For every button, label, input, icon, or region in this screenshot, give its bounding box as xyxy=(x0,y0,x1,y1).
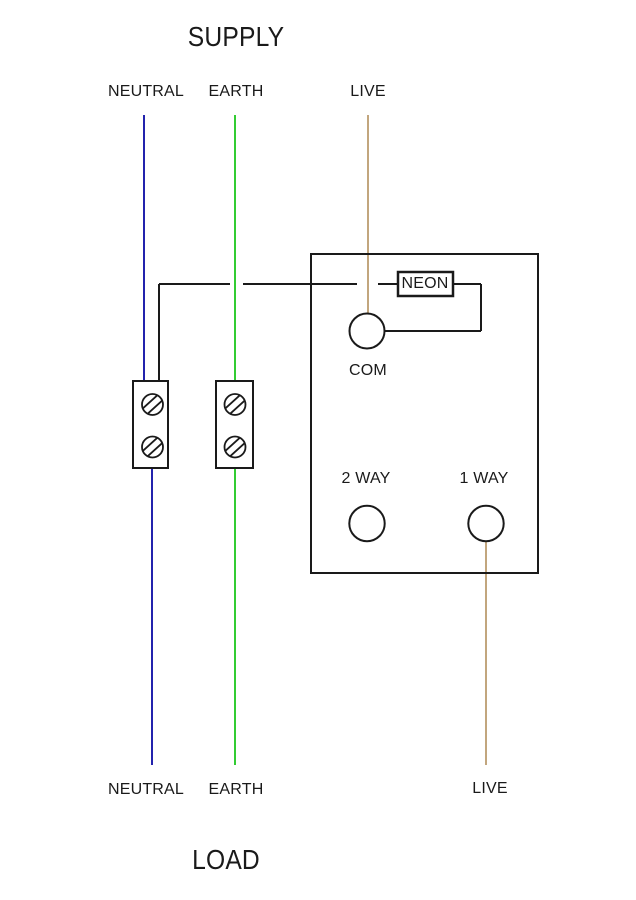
one-way-terminal-circle xyxy=(467,504,505,543)
com-terminal-circle xyxy=(348,312,386,350)
neon-label: NEON xyxy=(401,275,449,292)
one-way-label: 1 WAY xyxy=(459,470,509,487)
load-neutral-label: NEUTRAL xyxy=(107,781,185,798)
supply-neutral-label: NEUTRAL xyxy=(107,83,185,100)
supply-live-label: LIVE xyxy=(350,83,386,100)
two-way-label: 2 WAY xyxy=(341,470,391,487)
terminal-screw xyxy=(141,435,164,459)
load-earth-label: EARTH xyxy=(208,781,264,798)
neon-indicator-box xyxy=(396,270,455,298)
com-label: COM xyxy=(349,362,387,379)
terminal-screw xyxy=(223,393,247,416)
two-way-terminal-circle xyxy=(348,504,386,543)
supply-earth-label: EARTH xyxy=(208,83,264,100)
terminal-screw xyxy=(223,435,247,459)
supply-title: SUPPLY xyxy=(187,21,285,52)
load-title: LOAD xyxy=(192,844,260,875)
switch-box-outline xyxy=(310,253,539,574)
load-live-label: LIVE xyxy=(472,780,508,797)
terminal-screw xyxy=(141,393,164,416)
